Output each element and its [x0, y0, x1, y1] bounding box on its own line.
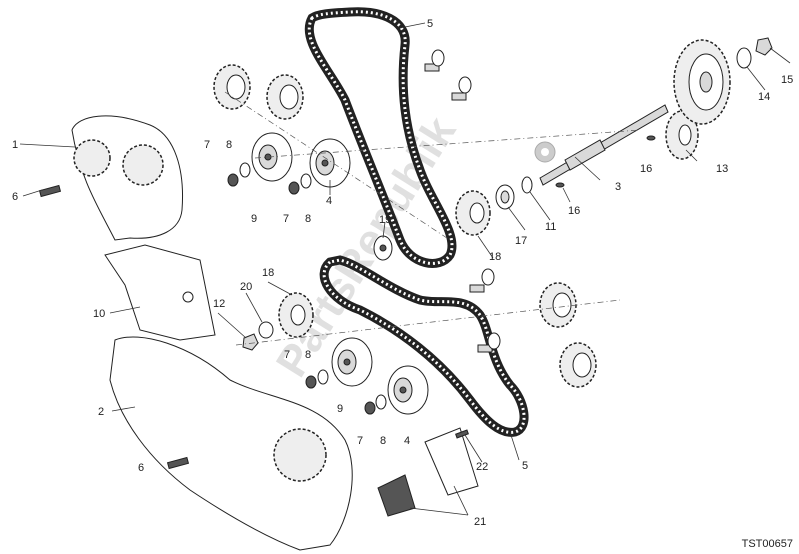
callout-9-upper: 9	[251, 213, 257, 225]
callout-6-upper: 6	[12, 191, 18, 203]
middle-belt-cover	[104, 244, 216, 341]
stud-bolt-upper-2	[451, 76, 472, 101]
callout-19: 19	[379, 214, 391, 226]
lower-timing-belt	[319, 255, 529, 437]
upper-belt-cover	[71, 115, 183, 241]
camshaft-pulley-upper-1	[213, 64, 251, 110]
callout-5-lower: 5	[522, 460, 528, 472]
callout-18-lower: 18	[262, 267, 274, 279]
spacer-17	[495, 184, 515, 210]
axis-line-1	[224, 91, 451, 241]
callout-20: 20	[240, 281, 252, 293]
ring-11	[521, 176, 533, 194]
callout-5-upper: 5	[427, 18, 433, 30]
callout-1: 1	[12, 139, 18, 151]
callout-9-lower: 9	[337, 403, 343, 415]
keys-16	[555, 135, 656, 188]
idler-pulley-4-upper	[309, 138, 351, 188]
timing-shaft	[539, 104, 669, 186]
callout-22: 22	[476, 461, 488, 473]
stud-bolt-lower-2	[477, 332, 501, 353]
washers-upper	[227, 162, 312, 195]
idler-pulley-4-lower	[387, 365, 429, 415]
nut-12	[242, 333, 259, 351]
camshaft-pulley-lower-1	[539, 282, 577, 328]
washer-14	[736, 47, 752, 69]
callout-7-lower-b: 7	[357, 435, 363, 447]
washers-lower	[305, 369, 387, 415]
axis-line-2	[254, 129, 641, 159]
stud-bolt-lower-1	[469, 268, 495, 293]
callout-8-lower-a: 8	[305, 349, 311, 361]
callout-16-b: 16	[568, 205, 580, 217]
bracket-21	[377, 427, 479, 517]
camshaft-pulley-lower-2	[559, 342, 597, 388]
callout-21: 21	[474, 516, 486, 528]
callout-18-upper: 18	[489, 251, 501, 263]
callout-7-upper-b: 7	[283, 213, 289, 225]
drive-pulley-18-upper	[455, 190, 491, 236]
callout-7-upper-a: 7	[204, 139, 210, 151]
callout-16-a: 16	[640, 163, 652, 175]
camshaft-pulley-upper-2	[266, 74, 304, 120]
leader-lines	[19, 22, 791, 516]
pulley-18-lower	[278, 292, 314, 338]
callout-labels: 1 2 3 4 4 5 5 6 6 7 7 7 7 8 8 8 8 9 9 10…	[12, 18, 793, 528]
callout-7-lower-a: 7	[284, 349, 290, 361]
screw-22	[455, 429, 469, 439]
callout-15: 15	[781, 74, 793, 86]
callout-3: 3	[615, 181, 621, 193]
callout-8-upper-b: 8	[305, 213, 311, 225]
screw-6-lower	[166, 456, 190, 470]
gear-13-small	[665, 110, 699, 160]
screw-6-upper	[38, 184, 62, 198]
callout-2: 2	[98, 406, 104, 418]
callout-12: 12	[213, 298, 225, 310]
callout-4-lower: 4	[404, 435, 410, 447]
callout-8-lower-b: 8	[380, 435, 386, 447]
callout-10: 10	[93, 308, 105, 320]
callout-17: 17	[515, 235, 527, 247]
callout-11: 11	[545, 221, 556, 233]
gear-13-large	[673, 39, 731, 125]
callout-4-upper: 4	[326, 195, 332, 207]
upper-timing-belt	[304, 7, 457, 268]
nut-15	[755, 37, 773, 56]
callout-6-lower: 6	[138, 462, 144, 474]
callout-13: 13	[716, 163, 728, 175]
lower-belt-cover	[109, 336, 353, 551]
callout-14: 14	[758, 91, 770, 103]
callout-8-upper-a: 8	[226, 139, 232, 151]
gear-watermark-icon	[534, 141, 556, 163]
washer-19	[373, 235, 393, 261]
washer-20	[258, 321, 274, 339]
reference-code: TST00657	[741, 538, 793, 550]
tensioner-pulley-9-lower	[331, 337, 373, 387]
stud-bolt-upper-1	[424, 49, 445, 72]
